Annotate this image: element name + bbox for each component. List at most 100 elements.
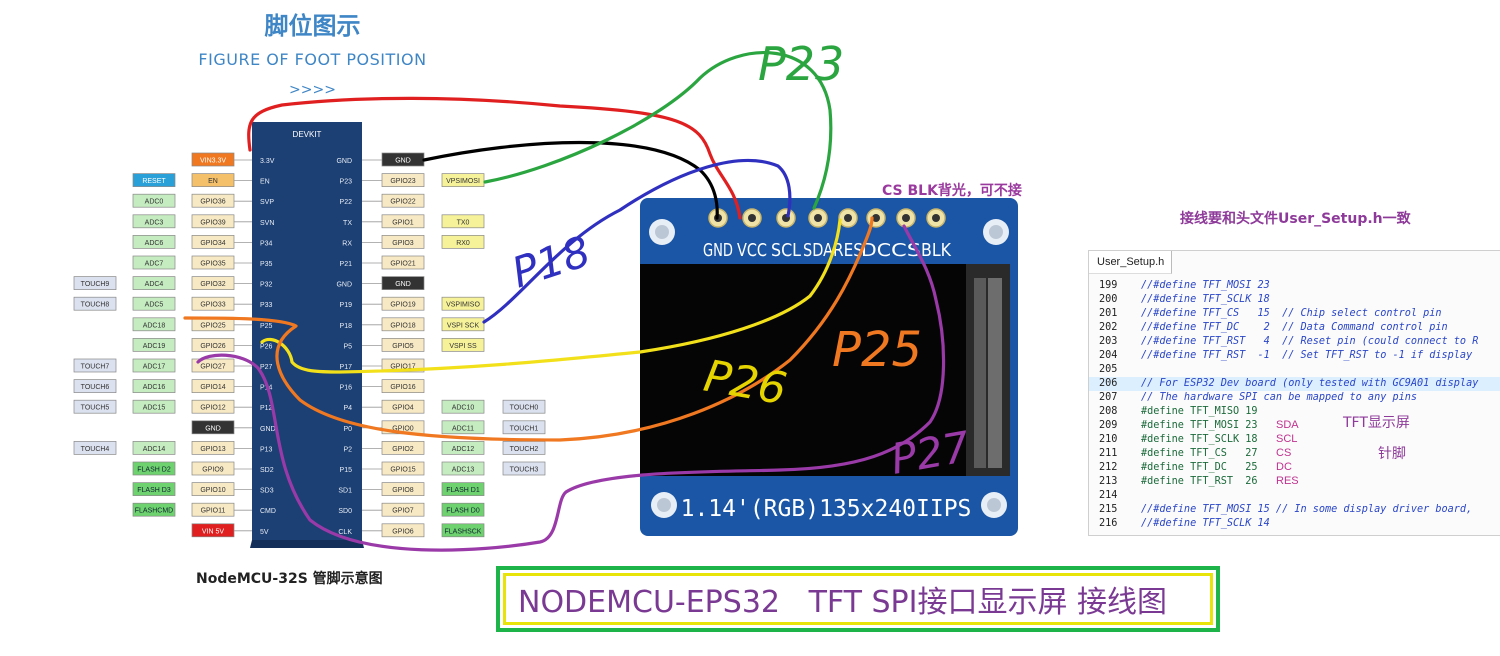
pin-label: 针脚: [1378, 446, 1406, 462]
pin-box-label-flash-d2: FLASH D2: [137, 467, 171, 474]
pin-box-label-reset: RESET: [142, 178, 166, 185]
code-line-209: 209#define TFT_MOSI 23: [1089, 419, 1500, 433]
pin-box-adc18: [132, 317, 176, 332]
pin-box-label-tx0: TX0: [457, 219, 470, 226]
tft-pin-hole-vcc: [748, 214, 756, 222]
code-tab[interactable]: User_Setup.h: [1089, 251, 1172, 274]
pin-box-flashsck: [441, 523, 485, 538]
left-pin-cmd: CMD: [260, 508, 276, 515]
pin-box-flash-d1: [441, 482, 485, 496]
pin-box-gpio23: [381, 173, 425, 187]
pin-box-label-gpio26: GPIO26: [200, 343, 225, 350]
left-pin-p12: P12: [260, 405, 273, 412]
pin-box-label-adc0: ADC0: [145, 199, 164, 206]
title-arrows: >>>>: [289, 82, 336, 98]
code-line-206: 206 // For ESP32 Dev board (only tested w…: [1089, 377, 1500, 391]
pin-box-adc12: [441, 441, 485, 455]
left-pin-sd3: SD3: [260, 488, 274, 495]
pin-box-gpio13: [191, 441, 235, 455]
scl-wire: [482, 158, 792, 324]
code-text: #define TFT_MOSI 23: [1141, 420, 1258, 431]
pin-box-gpio1: [381, 214, 425, 229]
right-pin-tx: TX: [343, 220, 352, 227]
pin-box-gpio15: [381, 461, 425, 476]
pin-box-touch5: [73, 399, 117, 414]
pin-box-label-touch3: TOUCH3: [510, 467, 539, 474]
line-number: 208: [1099, 406, 1118, 417]
pin-box-gpio26: [191, 338, 235, 352]
line-number: 214: [1099, 490, 1118, 501]
pin-box-gpio16: [381, 379, 425, 393]
line-number: 213: [1099, 476, 1118, 487]
right-pin-rx: RX: [342, 240, 352, 247]
gnd-wire: [422, 140, 719, 220]
right-pin-p17: P17: [340, 364, 353, 371]
pin-box-adc11: [441, 420, 485, 435]
line-number: 206: [1099, 378, 1118, 389]
code-text: //#define TFT_CS 15 // Chip select contr…: [1141, 308, 1442, 319]
pin-box-label-touch5: TOUCH5: [81, 405, 110, 412]
pin-box-adc14: [132, 441, 176, 455]
pin-box-vin3-3v: [191, 152, 235, 167]
code-line-211: 211#define TFT_CS 27: [1089, 447, 1500, 461]
line-number: 203: [1099, 336, 1118, 347]
pin-box-label-gpio2: GPIO2: [392, 446, 414, 453]
line-number: 204: [1099, 350, 1118, 361]
pin-box-gpio21: [381, 255, 425, 270]
pin-box-gpio10: [191, 482, 235, 496]
pin-box-label-touch9: TOUCH9: [81, 281, 110, 288]
pin-box-label-gpio11: GPIO11: [201, 508, 226, 515]
pin-box-adc16: [132, 379, 176, 393]
pin-box-label-adc10: ADC10: [452, 405, 475, 412]
pin-box-adc4: [132, 276, 176, 290]
main-banner-text: NODEMCU-EPS32 TFT SPI接口显示屏 接线图: [503, 573, 1213, 625]
right-pin-p4: P4: [343, 405, 352, 412]
pin-box-label-touch4: TOUCH4: [81, 446, 110, 453]
code-line-208: 208#define TFT_MISO 19: [1089, 405, 1500, 419]
left-pin-en: EN: [260, 179, 270, 186]
pin-box-label-gpio12: GPIO12: [200, 405, 225, 412]
line-number: 202: [1099, 322, 1118, 333]
pin-box-gpio33: [191, 296, 235, 311]
pin-box-adc3: [132, 214, 176, 229]
pin-box-adc17: [132, 358, 176, 373]
pin-box-label-touch1: TOUCH1: [510, 425, 539, 432]
pin-box-label-gpio0: GPIO0: [392, 425, 414, 432]
code-text: // For ESP32 Dev board (only tested with…: [1141, 378, 1479, 389]
pin-box-gpio8: [381, 482, 425, 496]
pin-box-adc0: [132, 193, 176, 208]
pin-box-label-gpio35: GPIO35: [200, 261, 225, 268]
right-pin-p5: P5: [343, 343, 352, 350]
pin-box-label-gpio19: GPIO19: [390, 302, 415, 309]
pin-box-label-gpio34: GPIO34: [200, 240, 225, 247]
pin-box-touch1: [502, 420, 546, 435]
right-pin-sd0: SD0: [338, 508, 352, 515]
pin-box-label-adc4: ADC4: [145, 281, 164, 288]
line-number: 216: [1099, 518, 1118, 529]
pin-box-touch9: [73, 276, 117, 290]
pin-box-label-gpio39: GPIO39: [200, 219, 225, 226]
left-pin-p34: P34: [260, 240, 273, 247]
board-caption: NodeMCU-32S 管脚示意图: [196, 571, 383, 587]
left-pin-p27: P27: [260, 364, 273, 371]
pin-box-label-touch6: TOUCH6: [81, 384, 110, 391]
pin-box-label-gpio16: GPIO16: [390, 384, 415, 391]
pin-box-touch4: [73, 441, 117, 455]
pin-box-label-adc19: ADC19: [143, 343, 166, 350]
pin-box-gnd: [191, 420, 235, 435]
code-line-210: 210#define TFT_SCLK 18: [1089, 433, 1500, 447]
pin-box-gpio6: [381, 523, 425, 538]
pin-box-label-flashsck: FLASHSCK: [445, 528, 482, 535]
left-pin-p13: P13: [260, 446, 273, 453]
p25-handwritten-label: P25: [832, 322, 922, 378]
line-number: 199: [1099, 280, 1118, 291]
tft-pin-label-vcc: VCC: [737, 240, 767, 261]
tft-pin-hole-sda: [814, 214, 822, 222]
pin-box-touch2: [502, 441, 546, 455]
pin-box-label-gpio21: GPIO21: [390, 261, 415, 268]
code-text: //#define TFT_RST -1 // Set TFT_RST to -…: [1141, 350, 1473, 361]
pin-box-label-adc12: ADC12: [452, 446, 475, 453]
pin-box-label-touch0: TOUCH0: [510, 405, 539, 412]
tft-pin-hole-blk: [932, 214, 940, 222]
